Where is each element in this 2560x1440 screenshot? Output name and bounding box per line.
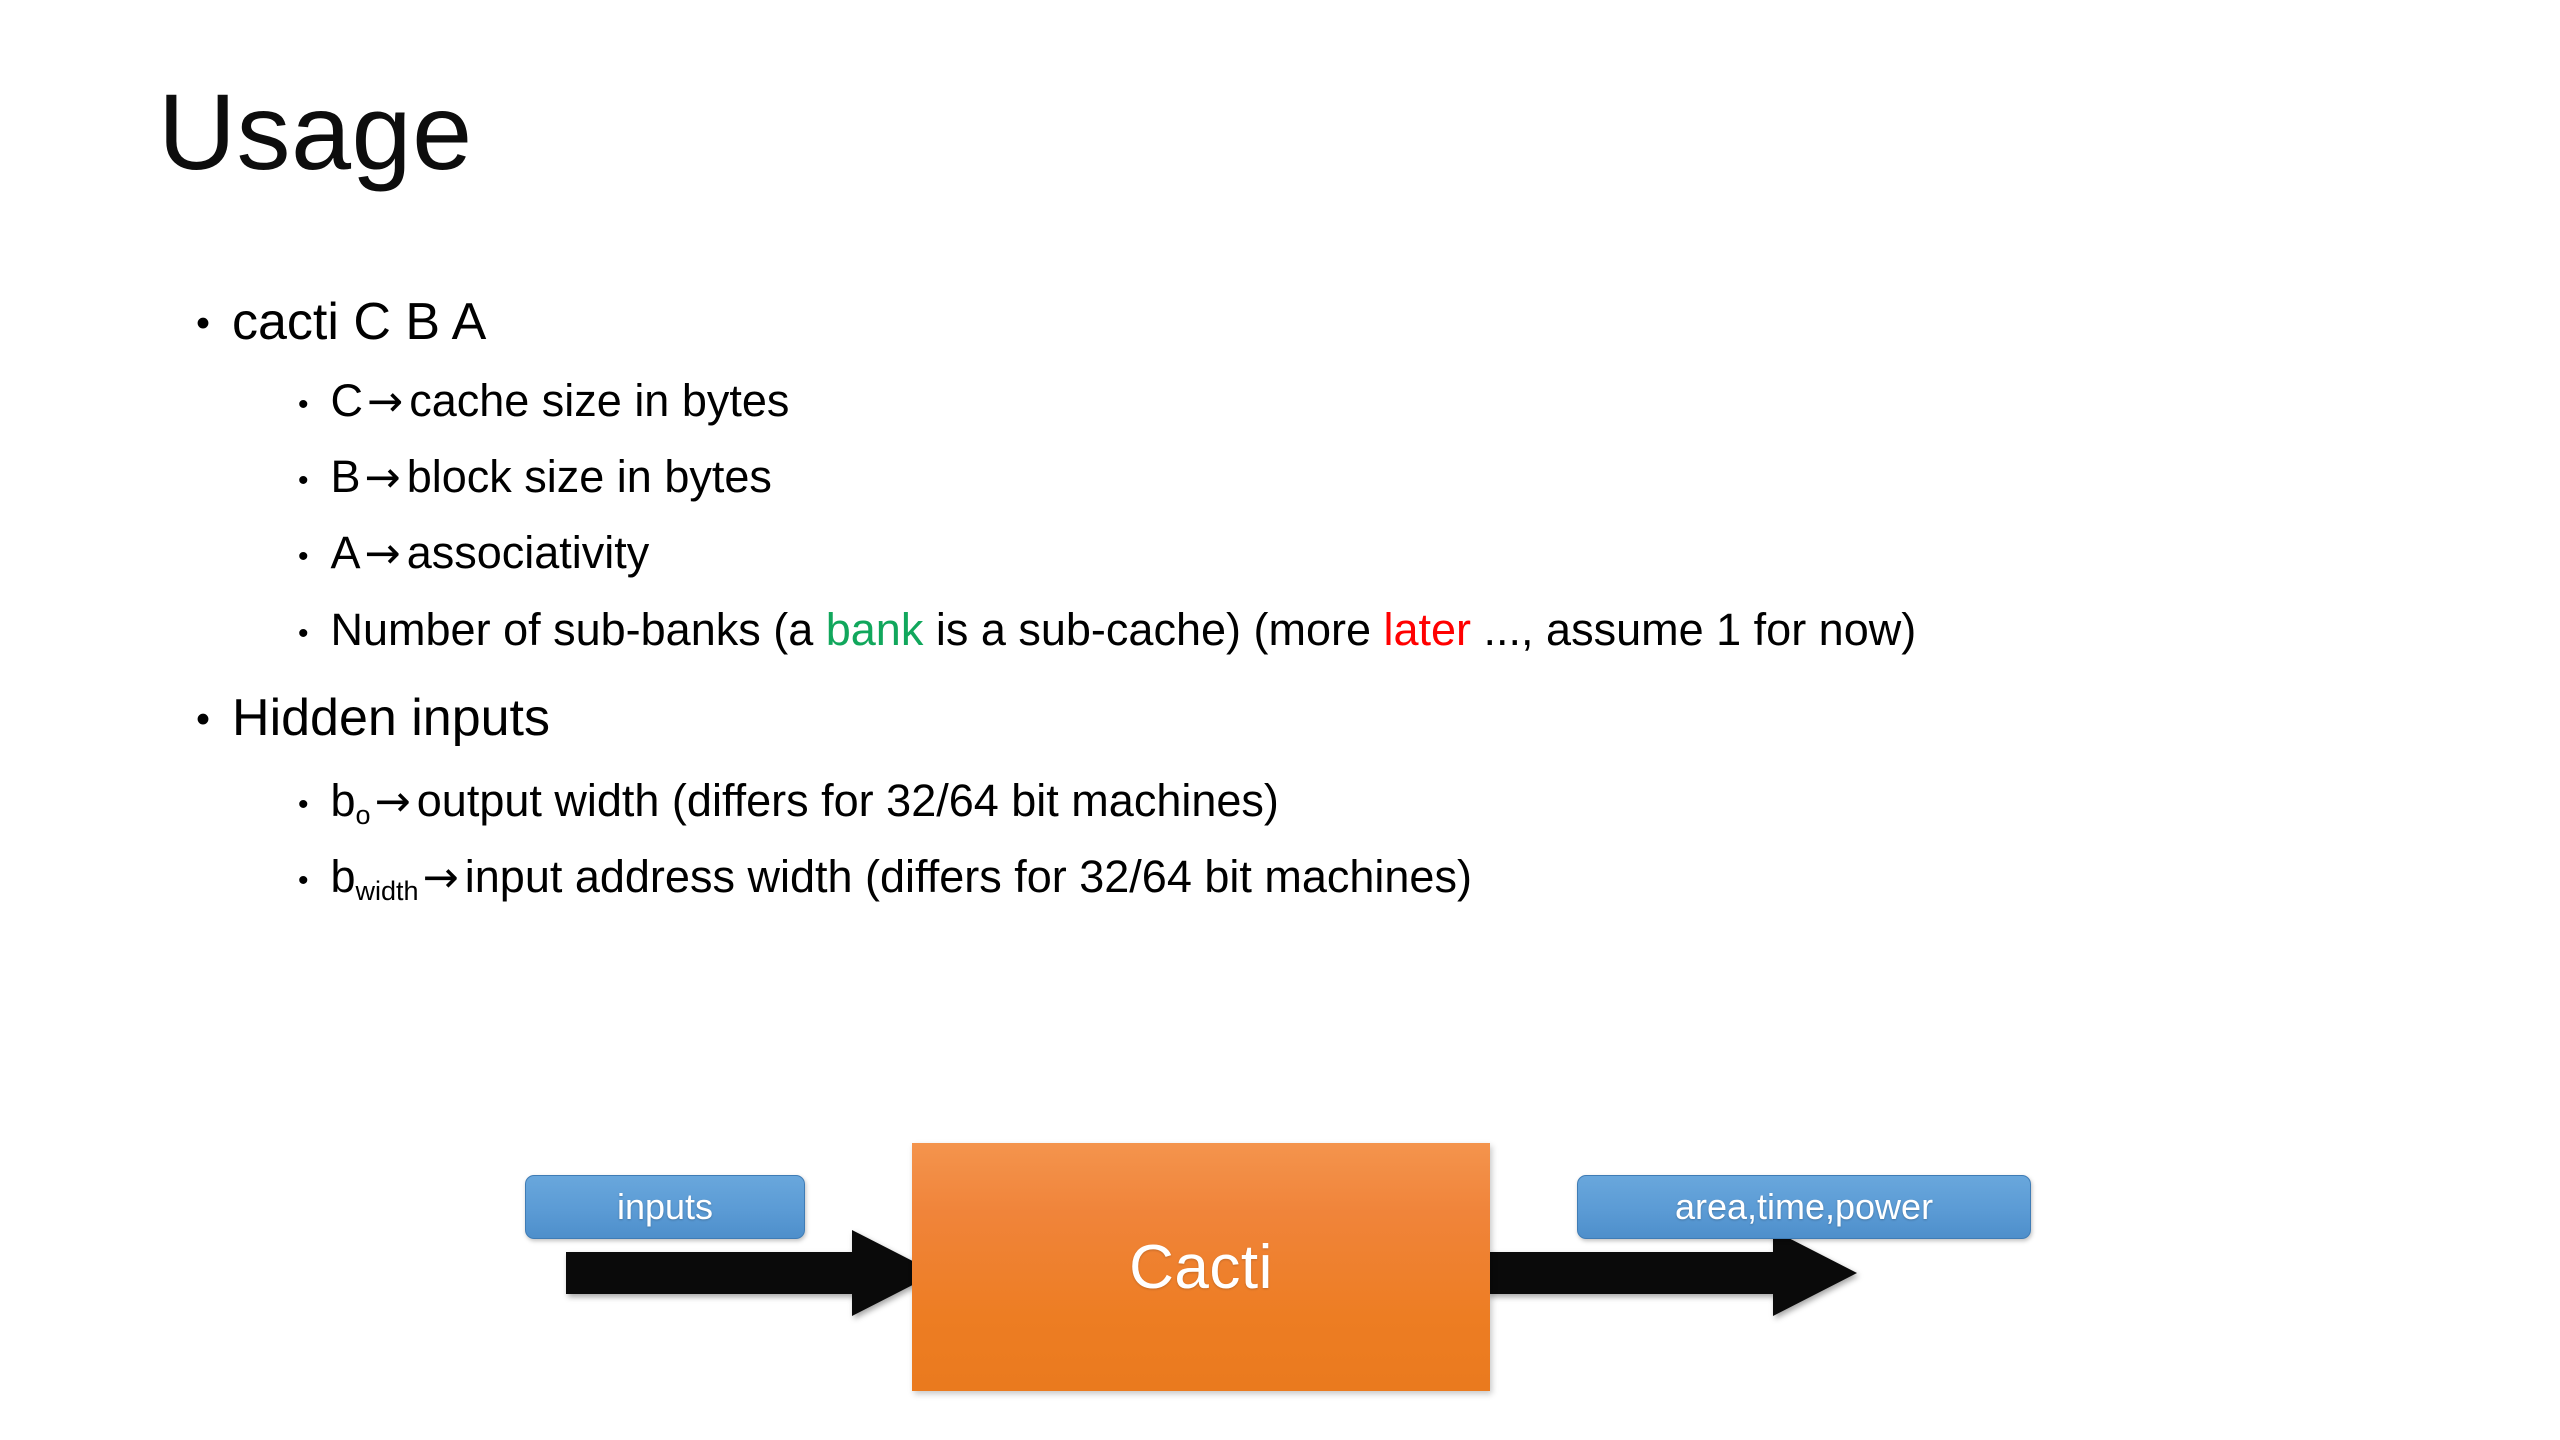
spacer [0, 348, 2560, 378]
bullet-dot-icon: • [298, 388, 309, 422]
right-arrow-icon: → [364, 453, 401, 504]
outputs-label-box[interactable]: area,time,power [1577, 1175, 2031, 1239]
spacer [0, 500, 2560, 530]
list-item: • B → block size in bytes [0, 454, 2560, 500]
right-arrow-icon: → [364, 529, 401, 580]
keyword-bank: bank [825, 603, 924, 655]
right-arrow-icon: → [367, 377, 404, 427]
right-arrow-icon: → [374, 776, 411, 827]
spacer [0, 424, 2560, 454]
text-segment: Number of sub-banks (a [330, 603, 826, 655]
list-item-lead: C [330, 375, 364, 426]
bullet-dot-icon: • [298, 464, 309, 498]
list-item: • bo → output width (differs for 32/64 b… [0, 774, 2560, 829]
list-item-label: input address width (differs for 32/64 b… [464, 850, 1472, 902]
list-item: • A → associativity [0, 530, 2560, 576]
spacer [0, 577, 2560, 607]
list-item-label: Hidden inputs [232, 688, 551, 747]
spacer [0, 744, 2560, 778]
outputs-label-text: area,time,power [1674, 1186, 1934, 1227]
inputs-label-box[interactable]: inputs [525, 1175, 805, 1239]
variable-base: b [330, 850, 356, 902]
list-item-label: block size in bytes [406, 451, 772, 503]
list-item-label: cacti C B A [232, 293, 487, 351]
text-segment: ..., assume 1 for now) [1471, 603, 1917, 655]
spacer [0, 824, 2560, 854]
list-item: • Number of sub-banks (a bank is a sub-c… [0, 607, 2560, 652]
right-arrow-icon: → [422, 852, 459, 903]
cacti-box-label: Cacti [1129, 1232, 1273, 1302]
page-title: Usage [158, 71, 473, 192]
list-item: • Hidden inputs [0, 692, 2560, 744]
list-item-lead: B [330, 451, 361, 503]
variable-base: b [330, 774, 356, 826]
inputs-label-text: inputs [616, 1186, 714, 1227]
list-item: • cacti C B A [0, 296, 2560, 348]
bullet-dot-icon: • [298, 864, 309, 898]
list-item-label: output width (differs for 32/64 bit mach… [416, 774, 1279, 826]
keyword-later: later [1383, 603, 1472, 655]
variable-subscript: width [355, 875, 419, 906]
variable-subscript: o [355, 799, 371, 830]
cacti-process-box[interactable]: Cacti [912, 1143, 1490, 1391]
bullet-dot-icon: • [298, 787, 309, 821]
bullet-list: • cacti C B A • C → cache size in bytes … [0, 296, 2560, 905]
list-item: • bwidth → input address width (differs … [0, 850, 2560, 905]
text-segment: is a sub-cache) (more [923, 603, 1384, 655]
list-item-label: Number of sub-banks (a bank is a sub-cac… [331, 607, 1917, 652]
bullet-dot-icon: • [196, 697, 211, 742]
list-item-lead: bwidth [330, 850, 419, 905]
spacer [0, 652, 2560, 692]
list-item-label: cache size in bytes [409, 375, 790, 426]
output-arrow-icon [1487, 1230, 1857, 1316]
list-item-label: associativity [406, 527, 650, 579]
list-item-lead: bo [330, 774, 371, 829]
bullet-dot-icon: • [196, 301, 211, 346]
list-item: • C → cache size in bytes [0, 378, 2560, 424]
input-arrow-icon [566, 1230, 936, 1316]
bullet-dot-icon: • [298, 616, 309, 650]
list-item-lead: A [330, 527, 361, 579]
bullet-dot-icon: • [298, 540, 309, 574]
